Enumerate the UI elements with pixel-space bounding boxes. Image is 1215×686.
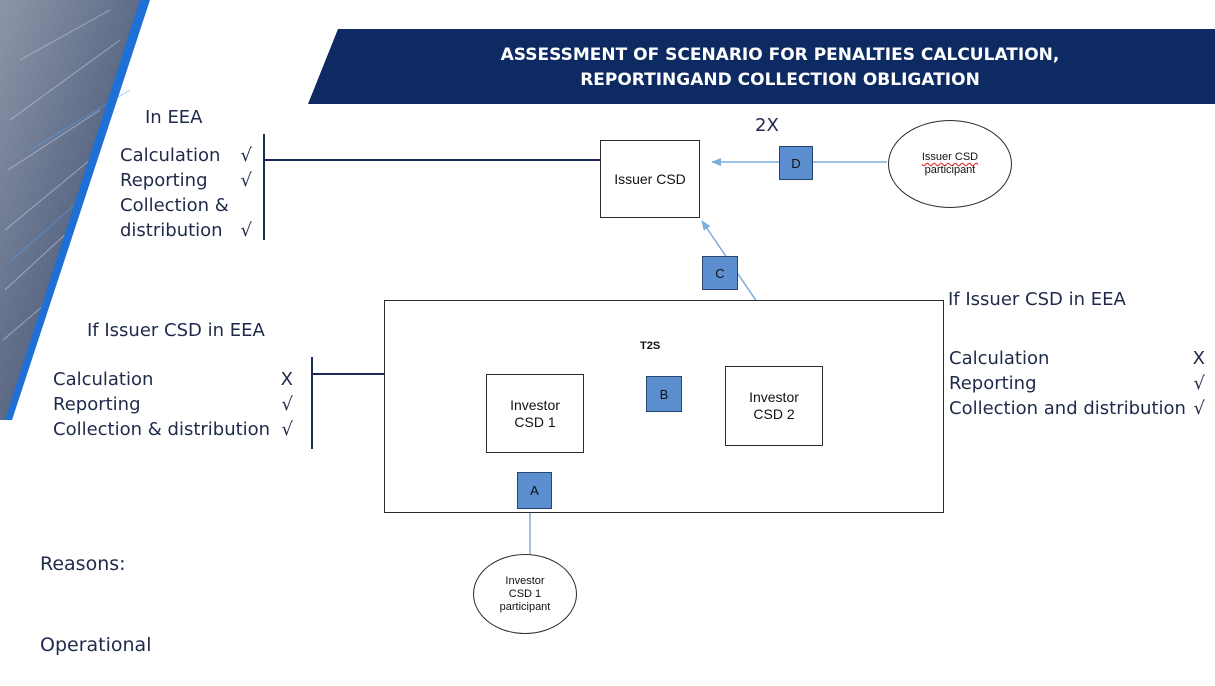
flow-c-square: C bbox=[702, 256, 738, 290]
row-label: Reporting bbox=[53, 394, 141, 415]
row-mark: X bbox=[1192, 348, 1205, 369]
title-line-1: ASSESSMENT OF SCENARIO FOR PENALTIES CAL… bbox=[500, 45, 1060, 65]
investor-csd1-node: Investor CSD 1 bbox=[486, 374, 584, 453]
in-eea-row: Reporting √ bbox=[120, 168, 252, 193]
left-panel-heading: If Issuer CSD in EEA bbox=[87, 320, 265, 341]
issuer-participant-line-2: participant bbox=[924, 164, 976, 176]
row-label: Calculation bbox=[120, 145, 221, 166]
row-mark: X bbox=[280, 369, 293, 390]
row-mark: √ bbox=[281, 394, 293, 415]
issuer-participant-line-1: Issuer CSD bbox=[921, 151, 979, 163]
investor-csd2-line-2: CSD 2 bbox=[753, 406, 795, 422]
row-mark: √ bbox=[1193, 373, 1205, 394]
investor-csd2-label: Investor CSD 2 bbox=[749, 389, 799, 423]
row-label: distribution bbox=[120, 220, 223, 241]
row-label: Collection & distribution bbox=[53, 419, 271, 440]
in-eea-row: Calculation √ bbox=[120, 143, 252, 168]
investor-participant-line-2: CSD 1 bbox=[508, 587, 542, 600]
title-line-2: REPORTINGAND COLLECTION OBLIGATION bbox=[580, 70, 980, 90]
issuer-csd-participant-node: Issuer CSD participant bbox=[888, 120, 1012, 208]
right-panel-row: Calculation X bbox=[949, 346, 1205, 371]
in-eea-heading: In EEA bbox=[145, 107, 203, 128]
row-mark: √ bbox=[240, 145, 252, 166]
flow-d-square: D bbox=[779, 146, 813, 180]
row-mark: √ bbox=[1193, 398, 1205, 419]
left-panel-row: Collection & distribution √ bbox=[53, 417, 293, 442]
investor-csd1-line-2: CSD 1 bbox=[514, 413, 556, 430]
row-label: Collection and distribution bbox=[949, 398, 1186, 419]
investor-participant-line-3: participant bbox=[499, 600, 551, 613]
left-panel-row: Calculation X bbox=[53, 367, 293, 392]
in-eea-row: distribution √ bbox=[120, 218, 252, 243]
issuer-csd-node: Issuer CSD bbox=[600, 140, 700, 218]
investor-csd1-label: Investor CSD 1 bbox=[510, 397, 560, 431]
reasons-value: Operational bbox=[40, 634, 152, 656]
investor-csd2-line-1: Investor bbox=[749, 389, 799, 405]
page-title: ASSESSMENT OF SCENARIO FOR PENALTIES CAL… bbox=[380, 43, 1180, 93]
t2s-label: T2S bbox=[640, 340, 661, 352]
investor-participant-line-1: Investor bbox=[505, 574, 545, 587]
row-label: Reporting bbox=[949, 373, 1037, 394]
investor-csd2-node: Investor CSD 2 bbox=[725, 366, 823, 446]
row-mark: √ bbox=[240, 220, 252, 241]
left-panel-row: Reporting √ bbox=[53, 392, 293, 417]
right-panel-row: Collection and distribution √ bbox=[949, 396, 1205, 421]
investor-csd1-participant-node: Investor CSD 1 participant bbox=[473, 554, 577, 634]
row-label: Calculation bbox=[53, 369, 154, 390]
row-mark: √ bbox=[281, 419, 293, 440]
investor-participant-label: Investor CSD 1 participant bbox=[500, 575, 551, 614]
issuer-csd-label: Issuer CSD bbox=[614, 170, 686, 187]
d-multiplier: 2X bbox=[755, 115, 779, 136]
reasons-block: Reasons: Operational bbox=[40, 497, 151, 686]
right-panel-heading: If Issuer CSD in EEA bbox=[948, 289, 1126, 310]
right-panel-list: Calculation X Reporting √ Collection and… bbox=[949, 346, 1205, 421]
left-panel-list: Calculation X Reporting √ Collection & d… bbox=[53, 367, 293, 442]
reasons-heading: Reasons: bbox=[40, 553, 126, 575]
row-label: Calculation bbox=[949, 348, 1050, 369]
in-eea-list: Calculation √ Reporting √ Collection & d… bbox=[120, 143, 252, 243]
header-banner bbox=[308, 29, 1215, 104]
flow-b-square: B bbox=[646, 376, 682, 412]
row-label: Collection & bbox=[120, 195, 229, 216]
issuer-participant-label: Issuer CSD participant bbox=[922, 151, 978, 177]
in-eea-row: Collection & bbox=[120, 193, 252, 218]
right-panel-row: Reporting √ bbox=[949, 371, 1205, 396]
decorative-starfield-stripe bbox=[0, 0, 150, 420]
row-label: Reporting bbox=[120, 170, 208, 191]
row-mark: √ bbox=[240, 170, 252, 191]
flow-a-square: A bbox=[517, 472, 552, 509]
investor-csd1-line-1: Investor bbox=[510, 396, 560, 413]
